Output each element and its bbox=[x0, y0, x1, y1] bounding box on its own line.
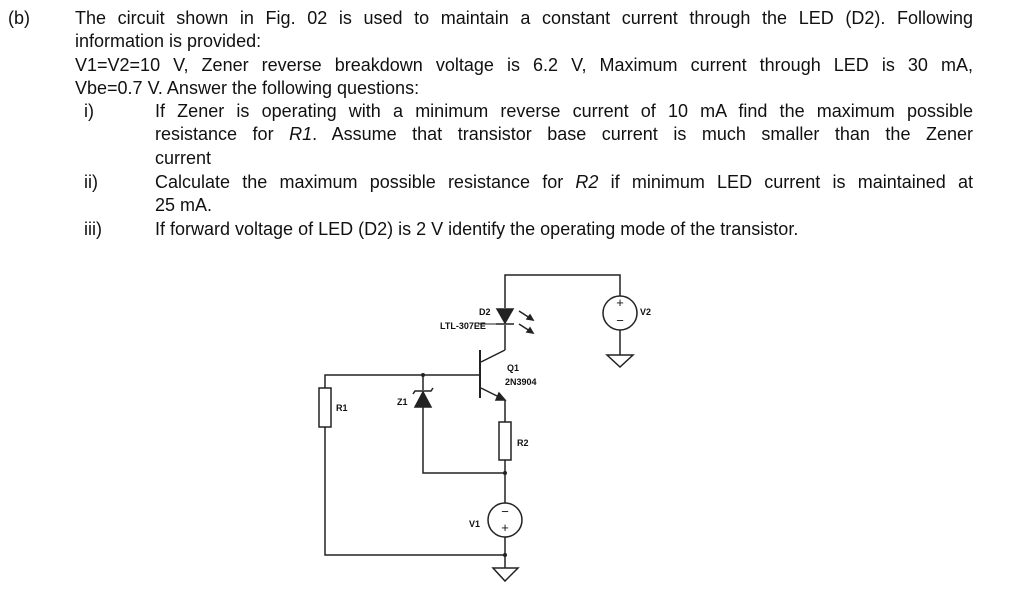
text: Calculate the maximum possible resistanc… bbox=[155, 172, 576, 192]
r1-label: R1 bbox=[336, 403, 348, 413]
q1-label: Q1 bbox=[507, 363, 519, 373]
intro-line-4: Vbe=0.7 V. Answer the following question… bbox=[75, 78, 420, 98]
d2-part: LTL-307EE bbox=[440, 321, 486, 331]
part-i-line-1: If Zener is operating with a minimum rev… bbox=[155, 101, 973, 121]
ground-v2 bbox=[605, 354, 635, 369]
intro-line-2: information is provided: bbox=[75, 31, 262, 51]
part-ii-line-2: 25 mA. bbox=[155, 195, 213, 215]
v1-label: V1 bbox=[469, 519, 480, 529]
z1-label: Z1 bbox=[397, 397, 408, 407]
d2-label: D2 bbox=[479, 307, 491, 317]
text: if minimum LED current is maintained at bbox=[598, 172, 973, 192]
resistor-r2 bbox=[498, 421, 512, 461]
wires bbox=[324, 274, 621, 568]
junction-dots bbox=[421, 373, 507, 557]
ground-main bbox=[491, 567, 520, 583]
part-ii-number: ii) bbox=[84, 172, 98, 192]
r2-ref: R2 bbox=[575, 172, 599, 192]
part-i-line-3: current bbox=[155, 148, 212, 168]
part-iii-line-1: If forward voltage of LED (D2) is 2 V id… bbox=[155, 219, 799, 239]
r1-ref: R1 bbox=[289, 124, 313, 144]
v2-minus: − bbox=[616, 313, 624, 328]
intro-line-3: V1=V2=10 V, Zener reverse breakdown volt… bbox=[75, 55, 973, 75]
question-label: (b) bbox=[8, 8, 30, 28]
v2-label: V2 bbox=[640, 307, 651, 317]
resistor-r1 bbox=[318, 387, 332, 428]
source-v1 bbox=[487, 502, 523, 538]
part-i-number: i) bbox=[84, 101, 94, 121]
part-ii-line-1: Calculate the maximum possible resistanc… bbox=[155, 171, 973, 193]
v1-minus: − bbox=[501, 504, 509, 519]
part-i-line-2: resistance for R1. Assume that transisto… bbox=[155, 123, 973, 145]
transistor-q1 bbox=[479, 350, 507, 401]
part-iii-number: iii) bbox=[84, 219, 102, 239]
zener-z1 bbox=[412, 387, 434, 408]
v2-plus: + bbox=[616, 295, 624, 310]
text: . Assume that transistor base current is… bbox=[312, 124, 973, 144]
q1-part: 2N3904 bbox=[505, 377, 537, 387]
intro-line-1: The circuit shown in Fig. 02 is used to … bbox=[75, 8, 973, 28]
source-v2 bbox=[602, 295, 638, 331]
text: resistance for bbox=[155, 124, 290, 144]
v1-plus: + bbox=[501, 520, 509, 535]
led-d2 bbox=[478, 308, 535, 335]
r2-label: R2 bbox=[517, 438, 529, 448]
